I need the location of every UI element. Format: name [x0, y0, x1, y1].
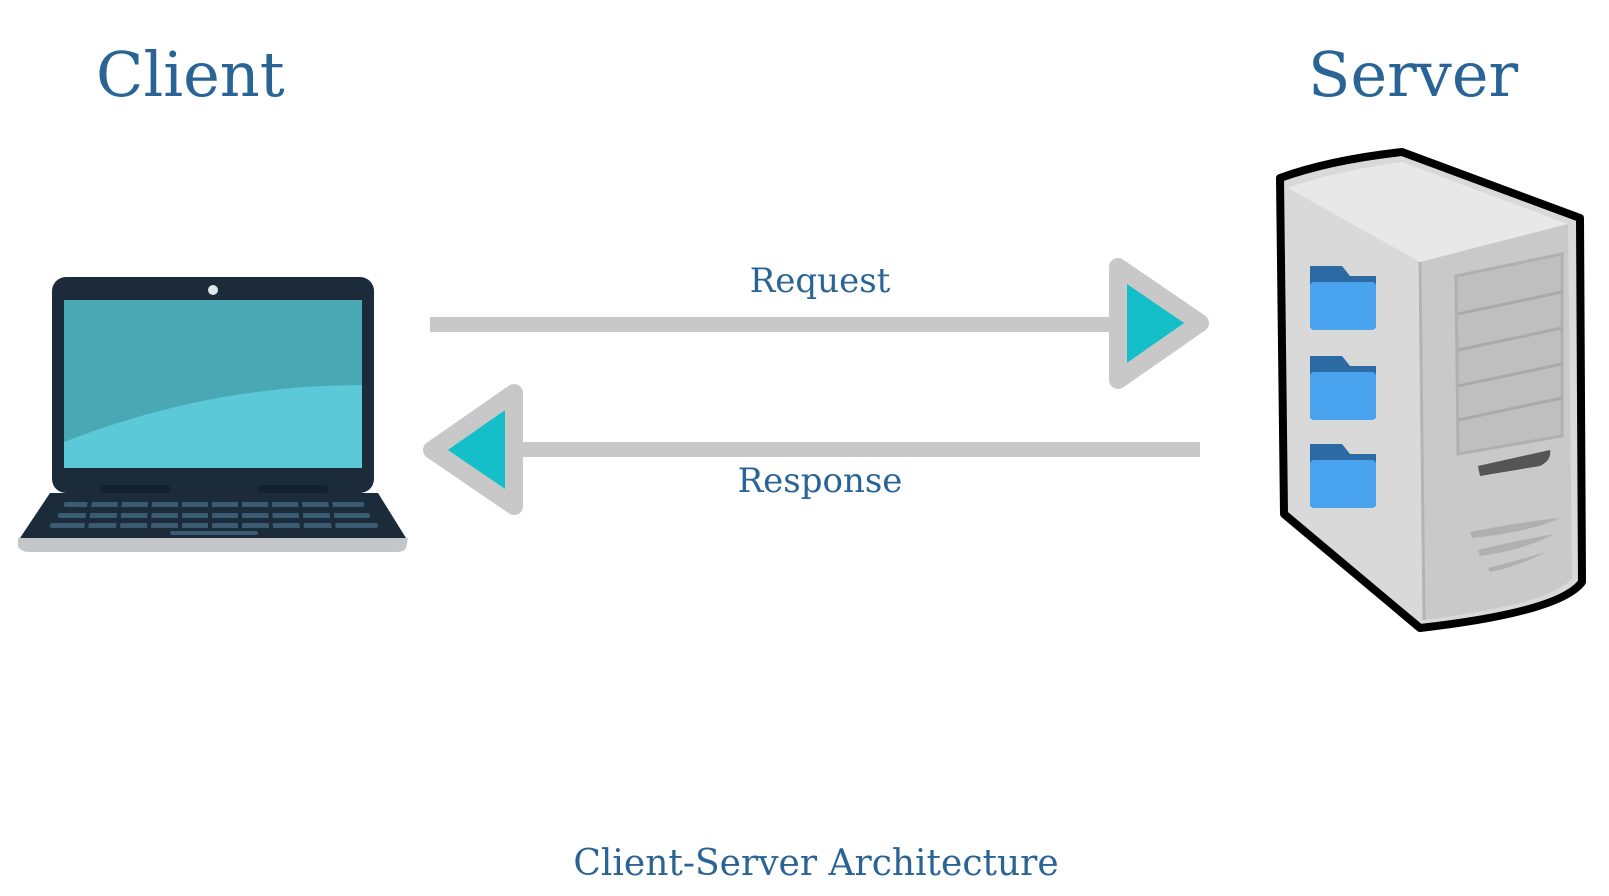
response-arrow	[423, 384, 1200, 515]
response-label: Response	[737, 461, 903, 501]
folder-icon	[1310, 356, 1376, 420]
folder-icon	[1310, 266, 1376, 330]
laptop-icon	[18, 277, 408, 552]
diagram-caption: Client-Server Architecture	[573, 843, 1059, 884]
request-label: Request	[749, 261, 891, 301]
client-title: Client	[96, 38, 285, 111]
server-tower-icon	[1276, 148, 1586, 632]
folder-icon	[1310, 444, 1376, 508]
request-arrow	[430, 258, 1209, 389]
server-title: Server	[1308, 38, 1519, 111]
